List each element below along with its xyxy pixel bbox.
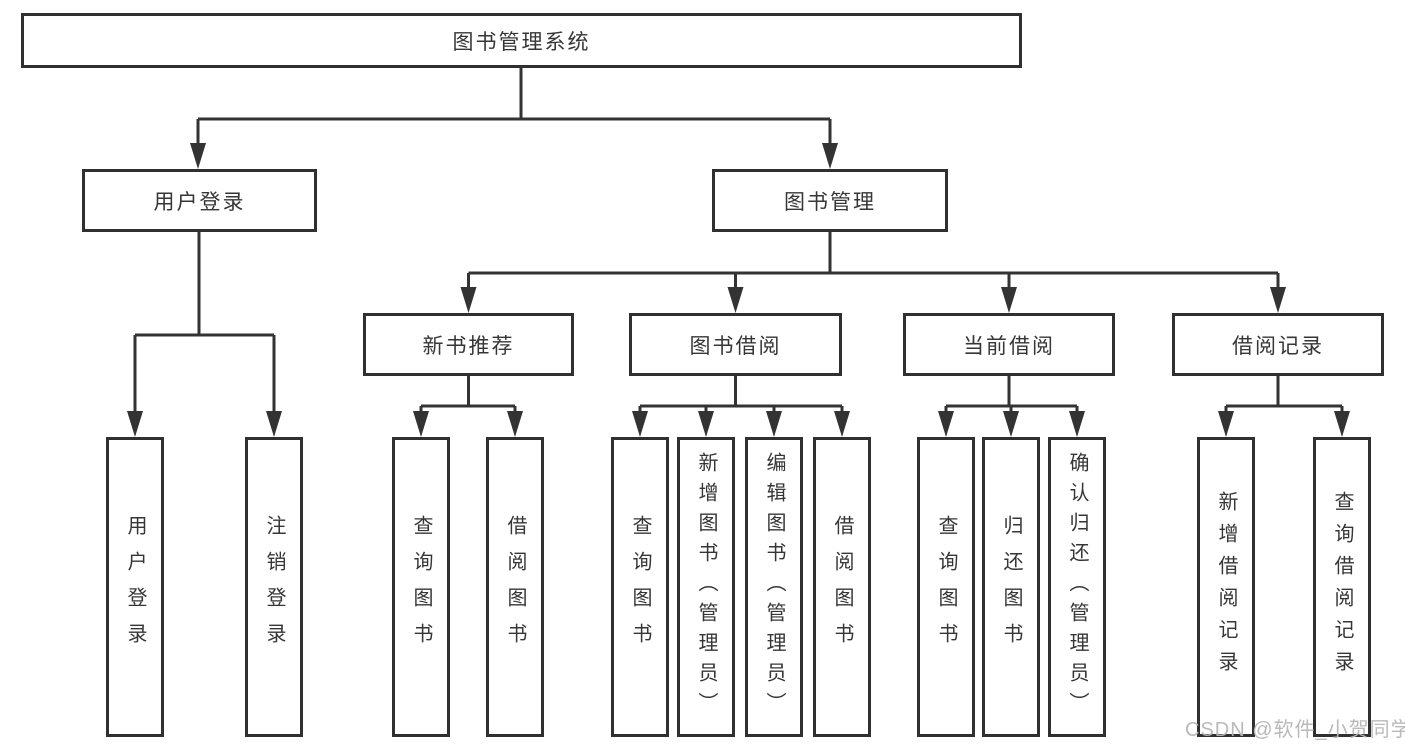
leaf-borrow-books-recommend: 借阅图书 <box>486 437 544 737</box>
leaf-query-books-current: 查询图书 <box>917 437 975 737</box>
leaf-return-books-label: 归还图书 <box>1000 515 1022 659</box>
leaf-borrow-books-label: 借阅图书 <box>831 515 853 659</box>
leaf-edit-books-admin-label: 编辑图书（管理员） <box>763 452 785 722</box>
node-new-book-recommend: 新书推荐 <box>363 313 574 376</box>
node-new-book-recommend-label: 新书推荐 <box>422 334 515 358</box>
node-current-borrowing: 当前借阅 <box>903 313 1115 376</box>
node-root-system: 图书管理系统 <box>21 13 1022 68</box>
node-book-borrowing: 图书借阅 <box>629 313 842 376</box>
leaf-logout: 注销登录 <box>245 437 303 737</box>
leaf-user-login-label: 用户登录 <box>124 515 146 659</box>
leaf-query-books-current-label: 查询图书 <box>935 515 957 659</box>
node-borrowing-records: 借阅记录 <box>1172 313 1384 376</box>
node-book-management: 图书管理 <box>712 169 948 232</box>
leaf-add-borrow-record-label: 新增借阅记录 <box>1215 491 1237 683</box>
leaf-return-books: 归还图书 <box>982 437 1040 737</box>
leaf-query-borrow-record-label: 查询借阅记录 <box>1331 491 1353 683</box>
node-root-label: 图书管理系统 <box>452 30 591 54</box>
leaf-add-borrow-record: 新增借阅记录 <box>1197 437 1255 737</box>
node-current-borrowing-label: 当前借阅 <box>963 334 1055 358</box>
leaf-query-borrow-record: 查询借阅记录 <box>1313 437 1371 737</box>
leaf-confirm-return-admin: 确认归还（管理员） <box>1048 437 1106 737</box>
node-borrowing-records-label: 借阅记录 <box>1232 334 1324 358</box>
leaf-user-login: 用户登录 <box>106 437 164 737</box>
csdn-watermark: CSDN @软件_小贺同学 <box>1185 719 1405 741</box>
node-user-login: 用户登录 <box>82 169 317 232</box>
leaf-query-books-borrow-label: 查询图书 <box>629 515 651 659</box>
leaf-add-books-admin: 新增图书（管理员） <box>677 437 735 737</box>
leaf-query-books-recommend-label: 查询图书 <box>410 515 432 659</box>
leaf-edit-books-admin: 编辑图书（管理员） <box>745 437 803 737</box>
leaf-confirm-return-admin-label: 确认归还（管理员） <box>1066 452 1088 722</box>
leaf-borrow-books: 借阅图书 <box>813 437 871 737</box>
leaf-query-books-borrow: 查询图书 <box>611 437 669 737</box>
node-book-borrowing-label: 图书借阅 <box>689 334 782 358</box>
node-book-management-label: 图书管理 <box>784 190 876 214</box>
node-user-login-label: 用户登录 <box>153 190 246 214</box>
leaf-borrow-books-recommend-label: 借阅图书 <box>504 515 526 659</box>
leaf-add-books-admin-label: 新增图书（管理员） <box>695 452 717 722</box>
leaf-logout-label: 注销登录 <box>263 515 285 659</box>
leaf-query-books-recommend: 查询图书 <box>392 437 450 737</box>
